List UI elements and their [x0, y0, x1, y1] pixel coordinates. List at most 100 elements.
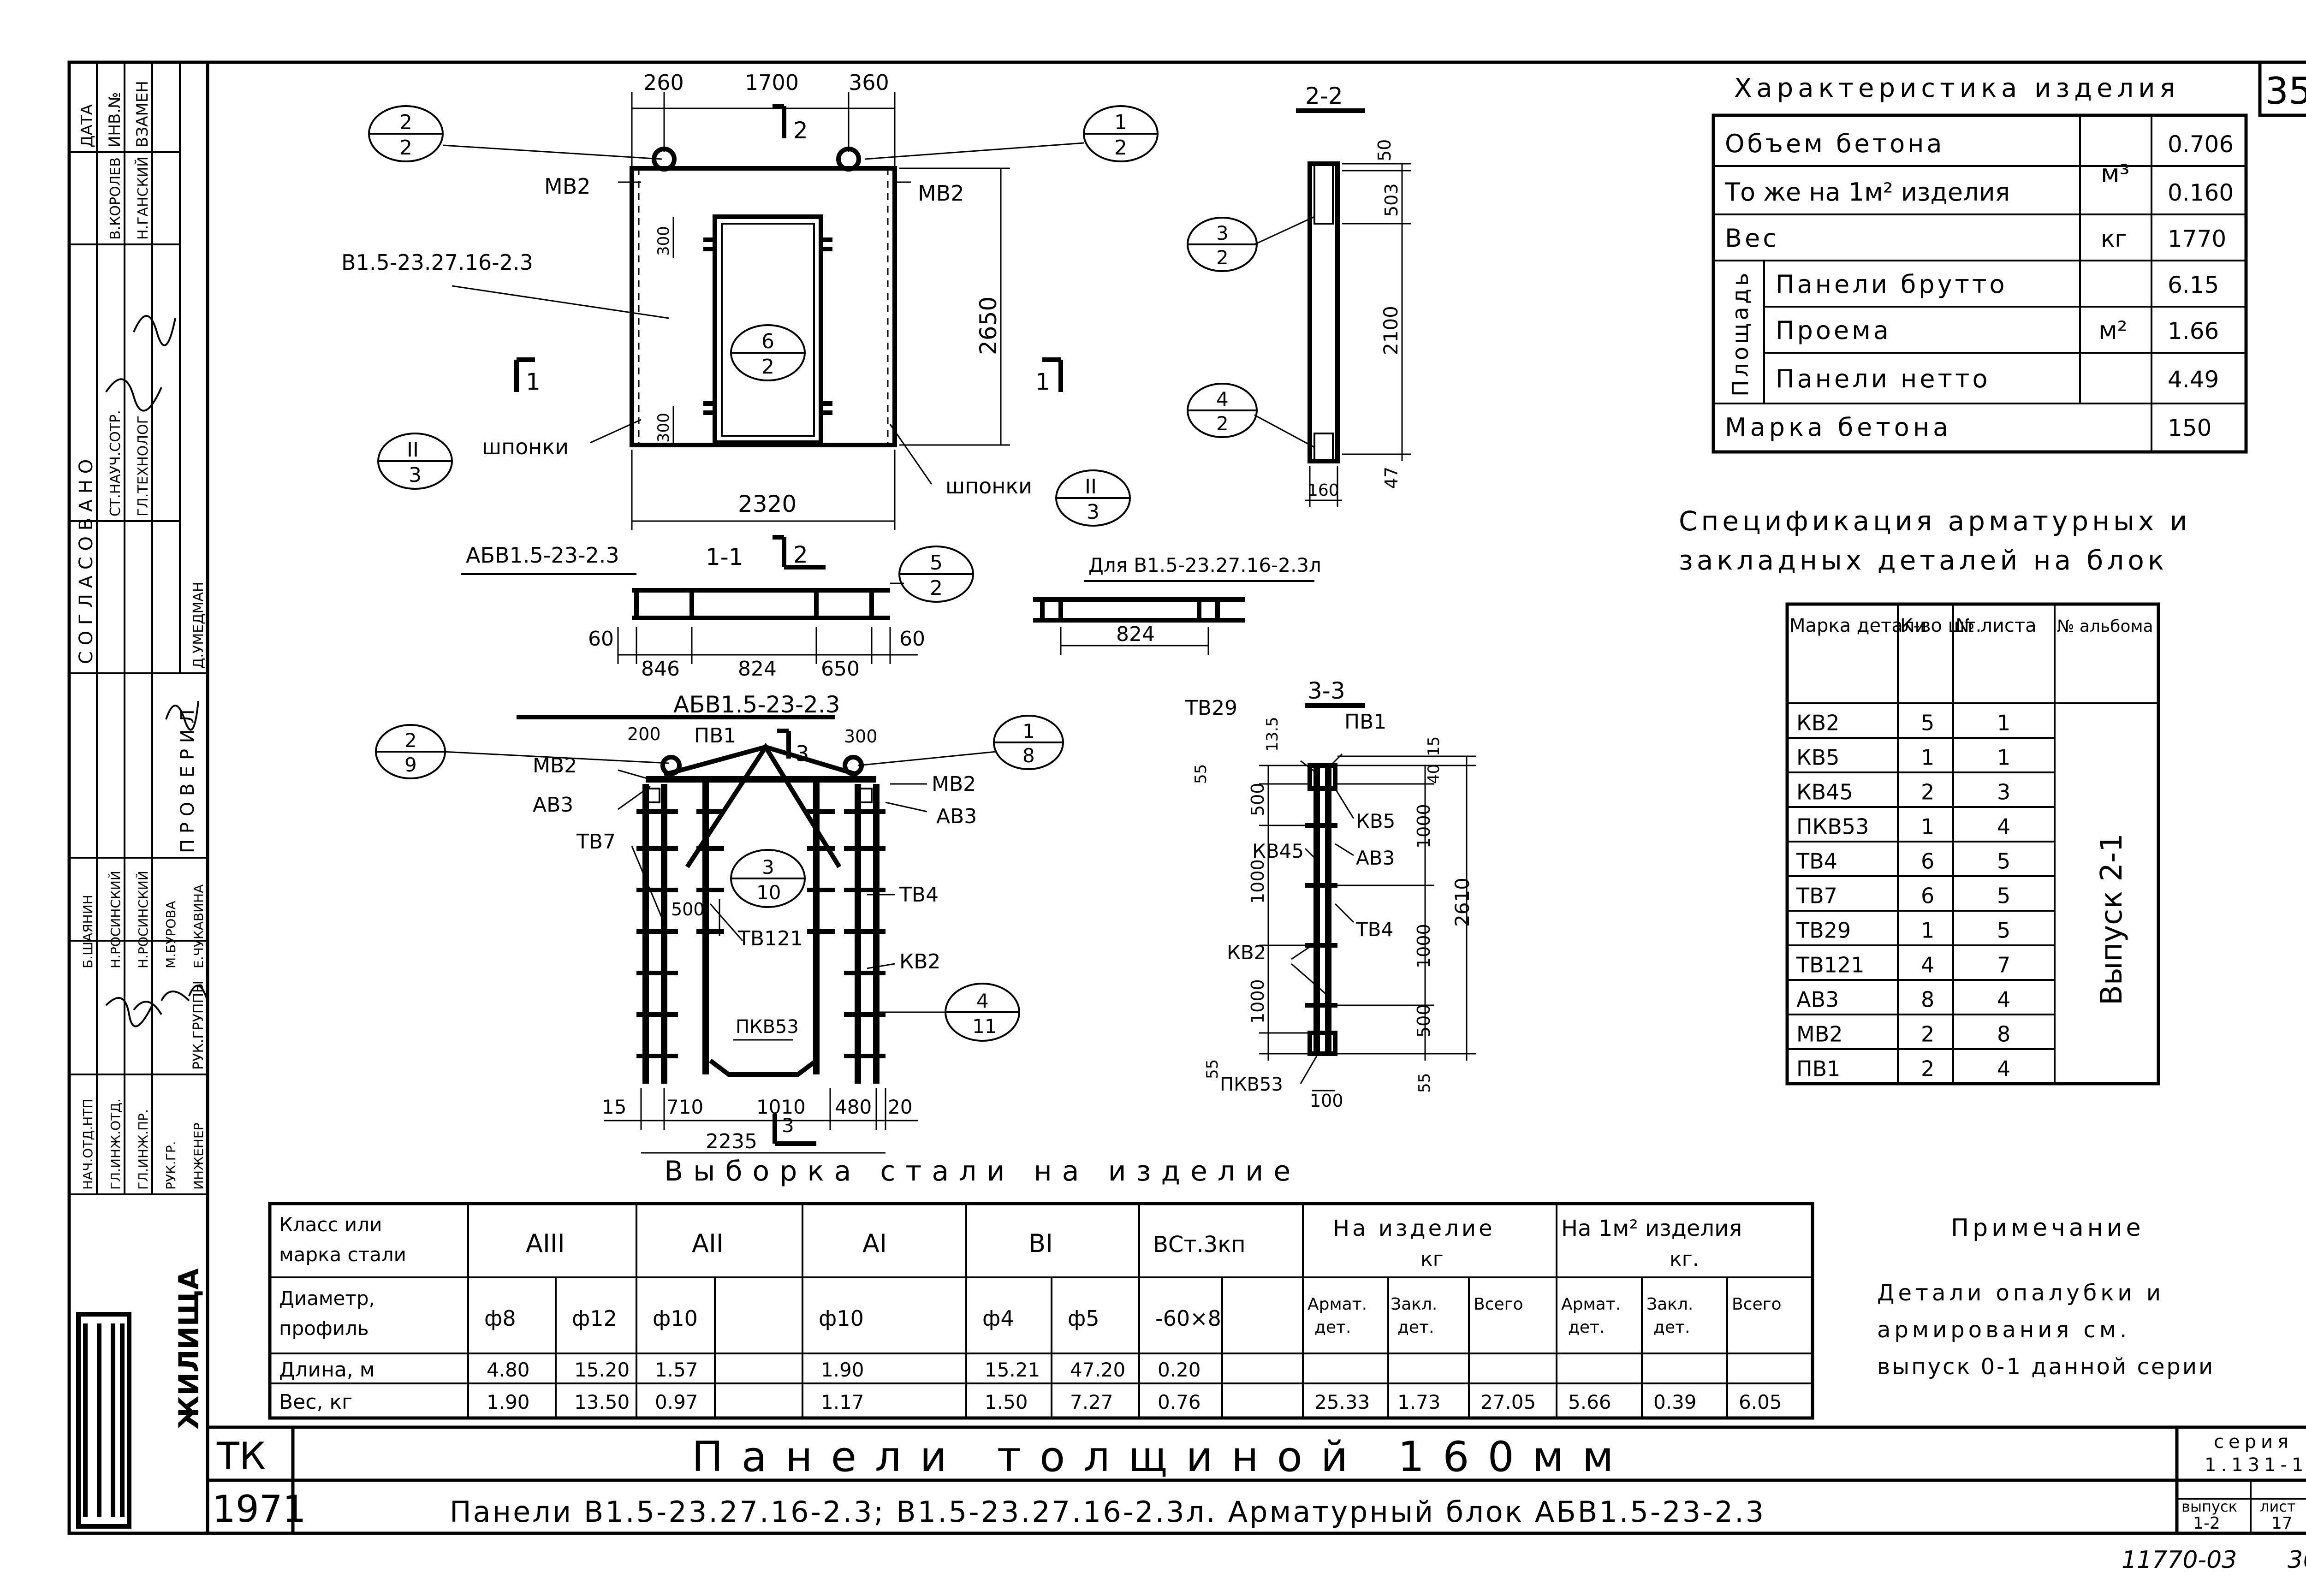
- char-value-opening: 1.66: [2168, 318, 2219, 344]
- replace-label: ВЗАМЕН: [133, 81, 152, 148]
- section-2-2: [1254, 108, 1411, 507]
- panel-section-1-right: 1: [1035, 368, 1050, 395]
- steel-diam-label-1: Диаметр,: [279, 1287, 375, 1310]
- steel-subcol-head-2: дет.: [1314, 1318, 1351, 1337]
- block-dim-710: 710: [666, 1096, 703, 1118]
- char-area-label: Площадь: [1728, 270, 1753, 397]
- callout-1-8: [993, 715, 1064, 770]
- callout-3-2-bottom: 2: [1216, 246, 1229, 269]
- title-sub: Панели В1.5-23.27.16-2.3; В1.5-23.27.16-…: [450, 1495, 1765, 1529]
- callout-5-2: [898, 546, 974, 603]
- callout-3-10-bottom: 10: [756, 881, 781, 904]
- section-3-3-dim-15: 15: [1425, 736, 1443, 756]
- spec-cell-sheet: 3: [1997, 780, 2010, 805]
- char-unit-volume: м³: [2101, 159, 2129, 188]
- steel-total-cell: 6.05: [1739, 1391, 1782, 1413]
- spec-cell-sheet: 5: [1997, 918, 2010, 943]
- callout-ii-3-left-bottom: 3: [409, 463, 422, 487]
- staff-name-5: Е.ЧУКАВИНА: [191, 884, 206, 968]
- panel-dim-360: 360: [849, 70, 889, 95]
- section-1-1-marker: 2: [793, 541, 808, 568]
- steel-subcol-head: Всего: [1474, 1295, 1523, 1314]
- staff-name-2: Н.РОСИНСКИЙ: [107, 871, 123, 968]
- callout-1-8-bottom: 8: [1022, 744, 1035, 767]
- spec-cell-mark: ТВ121: [1796, 953, 1864, 978]
- staff-name-1: Б.ШАЯНИН: [80, 895, 95, 968]
- steel-on-m2-1: На 1м² изделия: [1561, 1216, 1742, 1241]
- panel-section-2: 2: [793, 117, 808, 144]
- steel-subcol-head: Армат.: [1308, 1295, 1367, 1314]
- date-label: ДАТА: [78, 104, 96, 148]
- title-code: ТК: [216, 1435, 266, 1477]
- section-3-3-dim-13-5: 13.5: [1263, 717, 1282, 752]
- section-3-3-dim-55-right: 55: [1415, 1073, 1434, 1093]
- section-1-1-dim-60-left: 60: [588, 627, 614, 651]
- block-dim-500: 500: [671, 899, 705, 920]
- block-part-mv2-left: МВ2: [533, 754, 577, 777]
- section-3-3-pkv53: ПКВ53: [1220, 1074, 1283, 1095]
- spec-cell-sheet: 5: [1997, 884, 2010, 908]
- panel-dim-width: 2320: [738, 491, 796, 517]
- callout-1-2-bottom: 2: [1114, 136, 1127, 160]
- section-3-3: [1259, 703, 1476, 1092]
- spec-album: Выпуск 2-1: [2095, 833, 2129, 1005]
- sheet-number-box: [2258, 60, 2306, 117]
- section-1-1: [461, 535, 1314, 664]
- spec-cell-qty: 4: [1921, 953, 1934, 978]
- spec-cell-mark: ПВ1: [1796, 1056, 1840, 1081]
- section-3-3-tv29: ТВ29: [1185, 696, 1237, 720]
- section-1-1-block: АБВ1.5-23-2.3: [466, 543, 619, 568]
- callout-2-9-bottom: 9: [404, 754, 417, 776]
- org-logo-text: ЖИЛИЩА: [173, 1268, 205, 1430]
- spec-table: [1785, 602, 2160, 1086]
- spec-cell-mark: КВ45: [1796, 780, 1853, 805]
- callout-ii-3-right-bottom: 3: [1087, 500, 1100, 524]
- callout-5-2-bottom: 2: [930, 576, 943, 600]
- steel-subcol-head-2: дет.: [1653, 1318, 1690, 1337]
- steel-class-label-2: марка стали: [279, 1243, 406, 1266]
- panel-section-1-left: 1: [526, 368, 541, 395]
- spec-cell-sheet: 4: [1997, 1056, 2010, 1081]
- section-3-3-av3: АВ3: [1356, 847, 1395, 869]
- section-1-1-dim-650: 650: [821, 657, 860, 681]
- callout-4-11: [945, 983, 1020, 1042]
- section-3-3-dim-1000-a: 1000: [1248, 859, 1268, 904]
- steel-diam-label-2: профиль: [279, 1317, 369, 1340]
- callout-1-8-top: 1: [1022, 720, 1035, 742]
- callout-1-2: [1083, 105, 1159, 162]
- panel-dim-260: 260: [643, 70, 684, 95]
- char-value-gross: 6.15: [2168, 272, 2219, 298]
- section-1-1-dim-60-right: 60: [899, 627, 925, 651]
- sheet-value: 17: [2271, 1514, 2293, 1533]
- steel-on-product-1: На изделие: [1333, 1216, 1495, 1241]
- spec-cell-qty: 1: [1921, 745, 1934, 770]
- issue-label: выпуск: [2181, 1498, 2237, 1515]
- section-3-3-dim-500-right: 500: [1414, 1004, 1434, 1038]
- steel-on-m2-2: кг.: [1670, 1247, 1699, 1271]
- section-2-2-dim-47: 47: [1381, 467, 1402, 489]
- steel-length-cell: 1.57: [655, 1359, 698, 1381]
- spec-cell-sheet: 1: [1997, 711, 2010, 736]
- section-2-2-dim-50: 50: [1374, 139, 1395, 161]
- title-block: [208, 1425, 2306, 1533]
- panel-dim-300-bottom: 300: [654, 413, 673, 443]
- steel-on-product-2: кг: [1420, 1247, 1444, 1271]
- steel-diameter-cell: ф5: [1068, 1306, 1100, 1331]
- spec-cell-qty: 6: [1921, 849, 1934, 874]
- section-3-3-tv4: ТВ4: [1355, 918, 1393, 941]
- spec-cell-qty: 6: [1921, 884, 1934, 908]
- block-dim-200: 200: [627, 724, 661, 744]
- spec-cell-sheet: 1: [1997, 745, 2010, 770]
- steel-total-cell: 0.39: [1653, 1391, 1697, 1413]
- char-value-per-m2: 0.160: [2168, 179, 2234, 206]
- title-year: 1971: [212, 1488, 306, 1531]
- callout-2-2-top: 2: [399, 111, 412, 134]
- callout-6-2: [730, 324, 806, 381]
- spec-cell-mark: АВ3: [1796, 987, 1839, 1012]
- callout-2-9-top: 2: [404, 729, 417, 752]
- spec-header: Марка детали К-во шт. № листа № альбома: [1789, 615, 2153, 636]
